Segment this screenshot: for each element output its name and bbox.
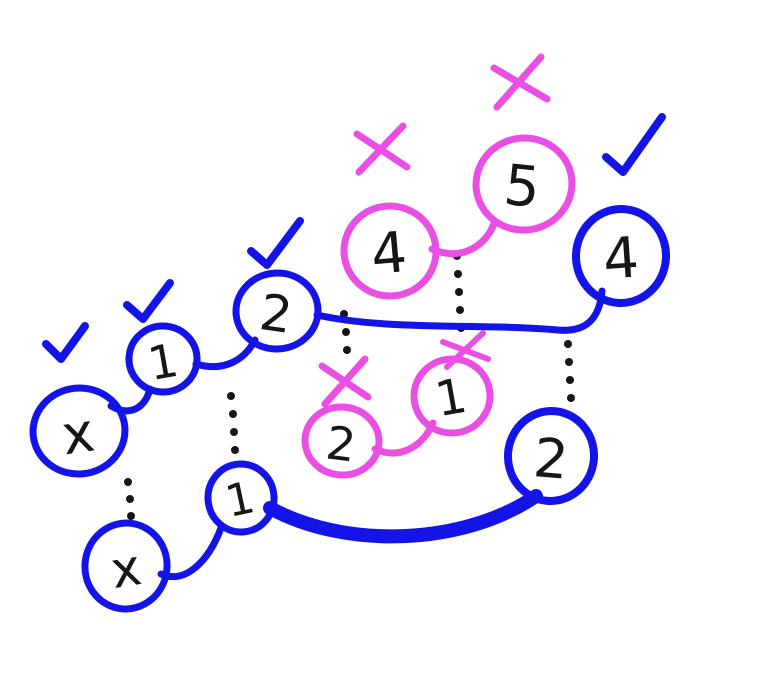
check-icon: [247, 217, 304, 269]
node-circle: [571, 205, 671, 307]
node-circle: [503, 407, 599, 505]
node-label: 2: [323, 415, 359, 472]
edge-mid4-top5: [428, 217, 499, 257]
node-circle: [232, 269, 322, 353]
node-upper-1: 1: [125, 322, 201, 396]
dot: [456, 306, 464, 314]
node-label: 2: [531, 426, 571, 492]
node-label: 2: [256, 283, 296, 345]
node-label: 1: [431, 368, 471, 428]
dotted-edge-top5-lower1magenta: [453, 252, 465, 332]
node-upper-x: x: [29, 384, 129, 478]
check-icon: [602, 113, 666, 176]
node-circle: [29, 384, 129, 478]
dot: [343, 346, 351, 354]
cross-icon: [440, 330, 491, 370]
dot: [566, 376, 574, 384]
dot: [342, 328, 350, 336]
cross-icon: [353, 122, 411, 176]
edge-upper1-upper2: [192, 336, 259, 371]
dot: [565, 358, 573, 366]
dot: [227, 392, 235, 400]
dotted-edge-chain-lower1: [227, 392, 239, 454]
node-label: 4: [601, 225, 641, 292]
node-label: x: [58, 401, 98, 468]
cross-marks: [318, 53, 551, 408]
node-lower-x: x: [81, 519, 171, 613]
node-circle: [301, 403, 383, 479]
node-label: 1: [144, 333, 182, 391]
node-right-4: 4: [571, 205, 671, 307]
node-label: 4: [368, 220, 409, 288]
node-lower-1-magenta: 1: [410, 355, 494, 437]
node-lower-2-magenta: 2: [301, 403, 383, 479]
node-mid-4: 4: [340, 202, 440, 300]
dot: [454, 270, 462, 278]
check-icon: [123, 279, 174, 323]
node-circle: [204, 460, 278, 536]
edge-lower1-lower2blue-thick: [263, 489, 543, 544]
dot: [126, 495, 134, 503]
node-lower-2-blue: 2: [503, 407, 599, 505]
edge-upper2-right4: [313, 287, 606, 334]
node-label: 1: [221, 472, 259, 528]
dot: [229, 410, 237, 418]
node-circle: [472, 134, 576, 234]
node-upper-2: 2: [232, 269, 322, 353]
edge-lower2magenta-lower1magenta: [371, 419, 437, 457]
dot: [567, 394, 575, 402]
dot: [230, 428, 238, 436]
dot: [564, 340, 572, 348]
dot: [455, 288, 463, 296]
node-label: 5: [501, 153, 543, 221]
node-lower-1: 1: [204, 460, 278, 536]
node-circle: [340, 202, 440, 300]
dotted-edge-upperx-lowerx: [124, 478, 135, 520]
cross-icon: [490, 53, 551, 111]
node-circle: [410, 355, 494, 437]
cross-icon: [318, 355, 372, 408]
check-icon: [42, 322, 89, 363]
node-circle: [125, 322, 201, 396]
node-top-5: 5: [472, 134, 576, 234]
dot: [231, 446, 239, 454]
checkmarks: [42, 113, 666, 363]
dot: [127, 512, 135, 520]
node-circle: [81, 519, 171, 613]
node-label: x: [107, 538, 145, 600]
dot: [124, 478, 132, 486]
dotted-edge-chain-lower2blue: [564, 340, 575, 402]
